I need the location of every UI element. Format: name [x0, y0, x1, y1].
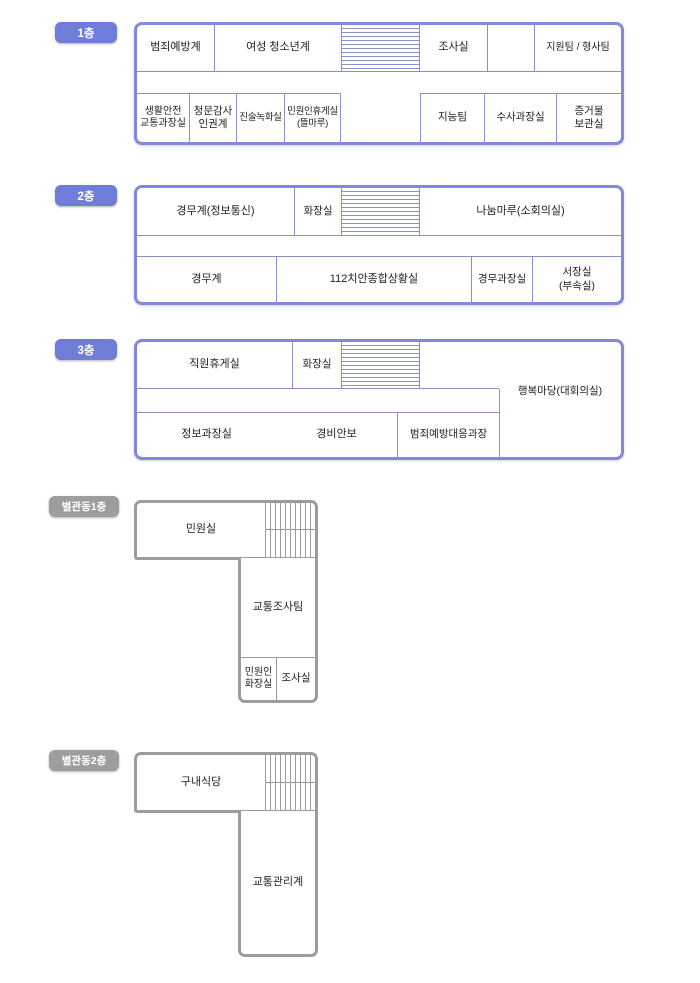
stairs-area [265, 503, 315, 557]
room-security-affairs: 경비안보 [316, 428, 357, 441]
room-investigation: 조사실 [277, 657, 315, 700]
room-happy-hall: 행복마당(대회의실) [517, 385, 603, 398]
room-civil-restroom: 민원인 화장실 [241, 657, 277, 700]
room-civil-lounge: 민원인휴게실 (뜰마루) [285, 93, 341, 142]
annex-2f-wall [134, 810, 241, 813]
room-chief-office: 서장실 (부속실) [533, 256, 621, 302]
room-unlabeled [488, 25, 535, 72]
stairs-area [342, 25, 420, 72]
stairs-lower-flight [266, 782, 315, 810]
stairs-lower-flight [266, 530, 315, 557]
wall-line [499, 389, 500, 457]
annex-1f-bar: 민원실 [134, 500, 318, 557]
room-civil-office: 민원실 [185, 523, 217, 536]
floor-badge-1f: 1층 [55, 22, 117, 43]
floor-badge-annex-2f: 별관동2층 [49, 750, 119, 771]
stairs-upper-flight [266, 503, 315, 530]
room-investigation-chief: 수사과장실 [485, 93, 557, 142]
floor-badge-2f: 2층 [55, 185, 117, 206]
room-traffic-investigation-team: 교통조사팀 [252, 600, 304, 613]
stairs-area [265, 755, 315, 810]
room-life-safety-traffic-chief: 생활안전 교통과장실 [137, 93, 190, 142]
room-intelligence-team: 지능팀 [420, 93, 485, 142]
annex-2f-bar: 구내식당 [134, 752, 318, 810]
room-cafeteria: 구내식당 [180, 775, 222, 788]
annex-1f-wall [134, 557, 241, 560]
room-intel-security-block: 정보과장실 경비안보 [137, 412, 397, 457]
floor-badge-3f: 3층 [55, 339, 117, 360]
stairs-upper-flight [266, 755, 315, 783]
room-restroom: 화장실 [293, 342, 342, 389]
room-staff-lounge: 직원휴게실 [137, 342, 293, 389]
room-nanum-maru: 나눔마루(소회의실) [420, 188, 621, 236]
room-evidence-storage: 증거물 보관실 [557, 93, 621, 142]
stairs-area [342, 342, 420, 389]
room-admin-chief: 경무과장실 [472, 256, 533, 302]
room-statement-recording: 진술녹화실 [237, 93, 285, 142]
room-restroom: 화장실 [295, 188, 342, 236]
floor-plan-1f: 범죄예방계 여성 청소년계 조사실 지원팀 / 형사팀 생활안전 교통과장실 청… [134, 22, 624, 145]
floor-badge-annex-1f: 별관동1층 [49, 496, 119, 517]
annex-1f-wing: 교통조사팀 민원인 화장실 조사실 [238, 557, 318, 703]
room-admin-unit: 경무계 [137, 256, 277, 302]
annex-2f-wing: 교통관리계 [238, 810, 318, 957]
room-women-youth-unit: 여성 청소년계 [215, 25, 342, 72]
room-investigation: 조사실 [420, 25, 488, 72]
room-admin-info-comms: 경무계(정보통신) [137, 188, 295, 236]
room-hearing-audit-hr: 청문감사 인권계 [190, 93, 237, 142]
room-intel-chief: 정보과장실 [181, 428, 232, 441]
room-support-detective-team: 지원팀 / 형사팀 [535, 25, 621, 72]
floor-plan-2f: 경무계(정보통신) 화장실 나눔마루(소회의실) 경무계 112치안종합상황실 … [134, 185, 624, 305]
open-area [420, 342, 499, 389]
room-traffic-management-unit: 교통관리계 [252, 875, 304, 888]
room-crime-prevention-unit: 범죄예방계 [137, 25, 215, 72]
room-crime-response-chief: 범죄예방대응과장 [397, 412, 499, 457]
floor-plan-3f: 직원휴게실 화장실 행복마당(대회의실) 정보과장실 경비안보 범죄예방대응과장 [134, 339, 624, 460]
stairs-area [342, 188, 420, 236]
room-112-situation: 112치안종합상황실 [277, 256, 472, 302]
